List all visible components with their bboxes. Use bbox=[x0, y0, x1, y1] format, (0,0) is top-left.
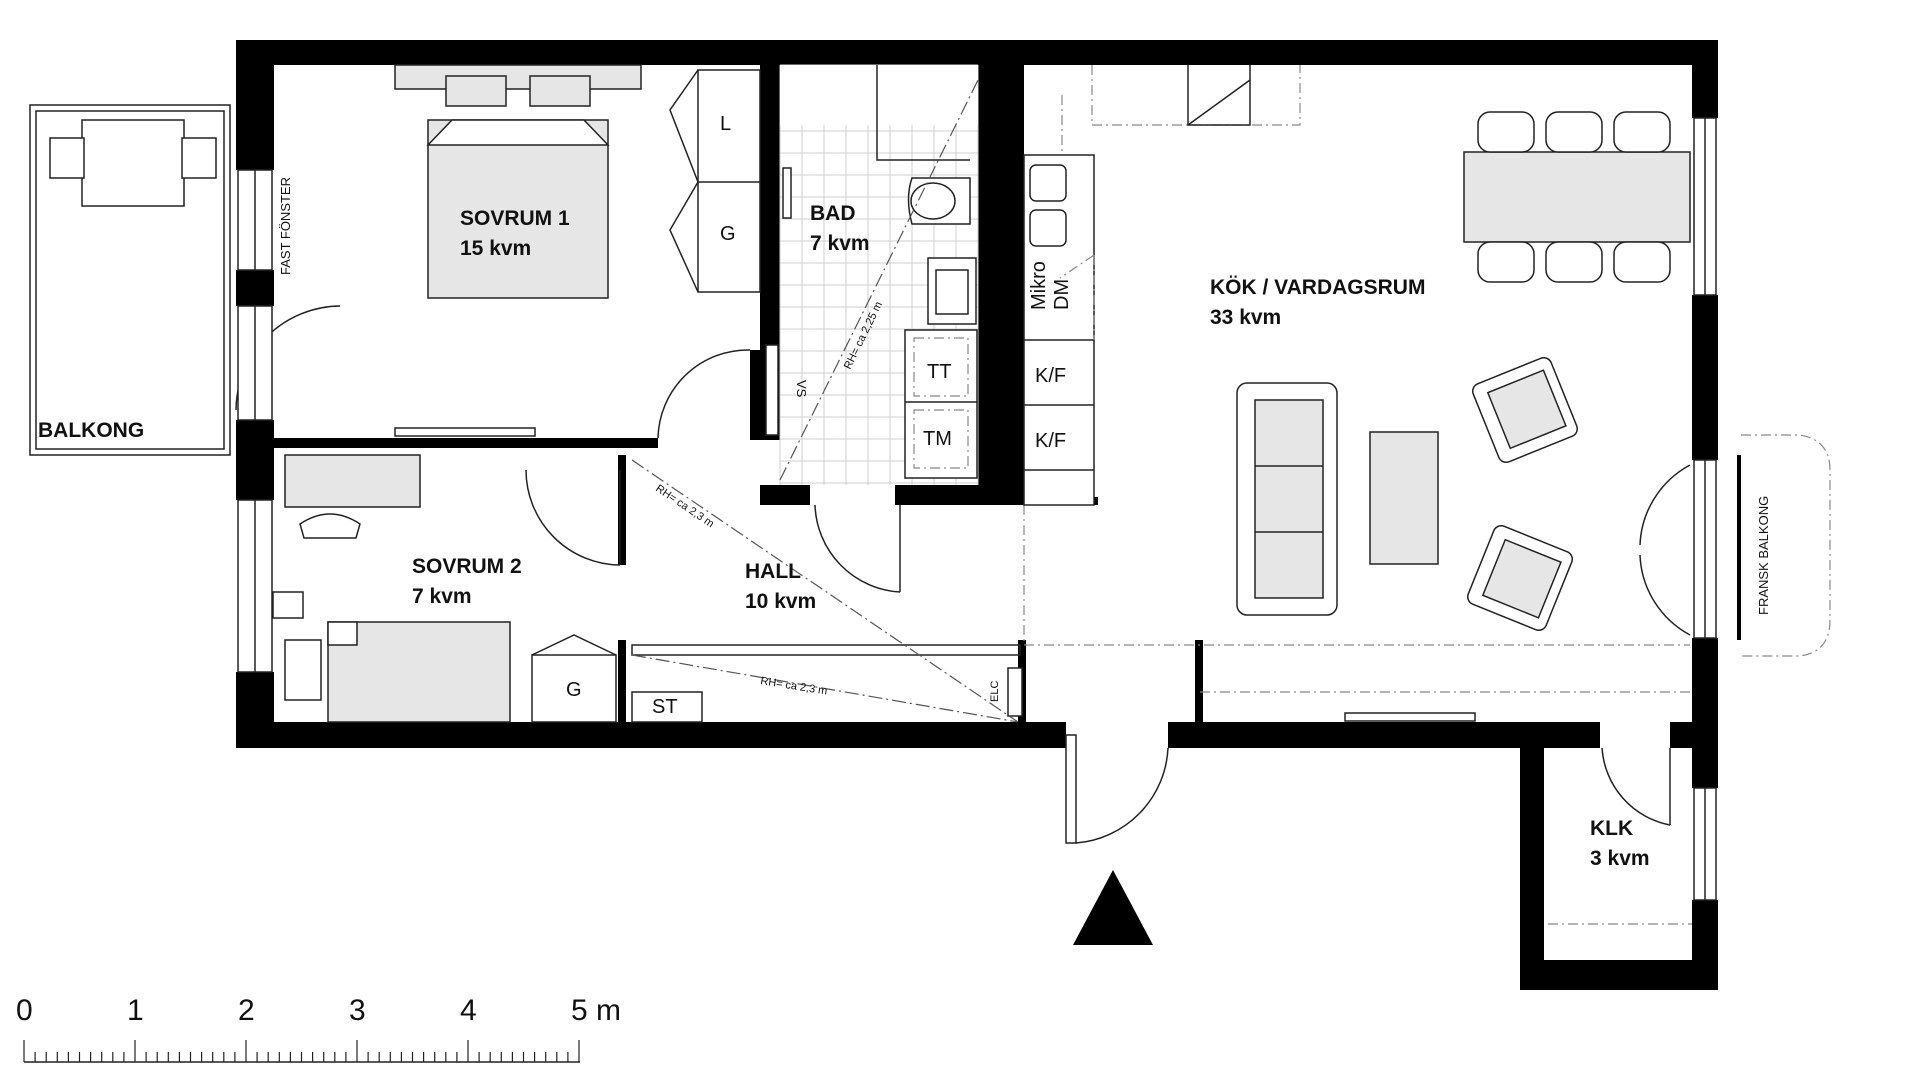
kitchen-living-name: KÖK / VARDAGSRUM bbox=[1210, 276, 1425, 299]
bathroom-door-swing bbox=[814, 504, 901, 593]
bedroom-2-area: 7 kvm bbox=[412, 585, 472, 608]
hall-area: 10 kvm bbox=[745, 590, 816, 613]
fixed-window-label: FAST FÖNSTER bbox=[278, 177, 293, 275]
balcony: BALKONG bbox=[29, 104, 341, 456]
armchair-1 bbox=[1471, 356, 1579, 464]
wardrobe: L G bbox=[669, 69, 761, 293]
dryer-label: TT bbox=[927, 361, 951, 383]
double-bed bbox=[426, 75, 610, 299]
walk-in-closet: KLK 3 kvm bbox=[1548, 747, 1692, 925]
microwave-label: Mikro bbox=[1028, 261, 1050, 310]
dining-chair bbox=[1613, 111, 1671, 153]
kitchen-living-area: 33 kvm bbox=[1210, 306, 1281, 329]
bedroom-1-area: 15 kvm bbox=[460, 237, 531, 260]
kitchen-counter: K/F K/F Mikro DM bbox=[1023, 154, 1095, 506]
bathroom-name: BAD bbox=[810, 202, 856, 225]
vs-label: VS bbox=[794, 380, 809, 398]
radiator bbox=[765, 344, 779, 436]
balcony-table-set bbox=[49, 119, 217, 207]
scale-tick-label: 1 bbox=[127, 994, 144, 1027]
toilet bbox=[907, 177, 971, 225]
scale-tick-label: 4 bbox=[460, 994, 477, 1027]
bedroom-2-name: SOVRUM 2 bbox=[412, 555, 522, 578]
bedroom-1-door-swing bbox=[657, 349, 751, 439]
armchair-2 bbox=[1466, 524, 1574, 632]
washer-dryer: TT TM bbox=[904, 329, 978, 479]
bedroom-2-door-swing bbox=[525, 469, 621, 566]
dining-chair bbox=[1545, 111, 1603, 153]
wardrobe-2-label: G bbox=[566, 679, 582, 701]
scale-tick-label: 2 bbox=[238, 994, 255, 1027]
bath-height-label: RH= ca 2,25 m bbox=[842, 300, 885, 371]
entry-door-swing bbox=[1075, 747, 1169, 844]
walls bbox=[236, 40, 1718, 990]
closet-area: 3 kvm bbox=[1590, 847, 1650, 870]
scale-tick-label: 0 bbox=[16, 994, 33, 1027]
hall-height-label-2: RH= ca 2,3 m bbox=[760, 675, 829, 697]
french-balcony-label: FRANSK BALKONG bbox=[1756, 496, 1771, 615]
wardrobe-g-label: G bbox=[720, 223, 736, 245]
hall-height-label-1: RH= ca 2,3 m bbox=[653, 483, 716, 531]
bathroom-area: 7 kvm bbox=[810, 232, 870, 255]
dining-chair bbox=[1545, 241, 1603, 283]
storage-label: ST bbox=[652, 696, 678, 718]
closet-door-swing bbox=[1601, 747, 1671, 826]
closet-name: KLK bbox=[1590, 817, 1633, 840]
bedroom-1-name: SOVRUM 1 bbox=[460, 207, 570, 230]
elc-label: ELC bbox=[989, 681, 1001, 702]
scale-tick-label: 3 bbox=[349, 994, 366, 1027]
dining-chair bbox=[1477, 111, 1535, 153]
dining-table bbox=[1463, 111, 1691, 283]
scale-bar: 0 1 2 3 4 5 m bbox=[16, 994, 621, 1063]
bedroom-1: L G SOVRUM 1 15 kvm bbox=[394, 64, 761, 439]
scale-tick-label: 5 m bbox=[571, 994, 621, 1027]
dining-chair bbox=[1613, 241, 1671, 283]
single-bed bbox=[272, 591, 511, 723]
fridge-freezer-label-1: K/F bbox=[1035, 365, 1066, 387]
windows bbox=[237, 117, 1831, 901]
dishwasher-label: DM bbox=[1051, 279, 1073, 310]
bedroom-2: G SOVRUM 2 7 kvm bbox=[272, 454, 621, 723]
balcony-label: BALKONG bbox=[38, 419, 144, 442]
dining-chair bbox=[1477, 241, 1535, 283]
coffee-table bbox=[1369, 431, 1439, 565]
desk bbox=[284, 454, 421, 539]
hall-name: HALL bbox=[745, 560, 801, 583]
wardrobe-2: G bbox=[531, 634, 617, 723]
bathroom: TT TM VS RH= ca 2,25 m BAD 7 kvm bbox=[765, 64, 979, 593]
fridge-freezer-label-2: K/F bbox=[1035, 430, 1066, 452]
washer-label: TM bbox=[923, 428, 952, 450]
wardrobe-l-label: L bbox=[720, 113, 731, 135]
kitchen-living: K/F K/F Mikro DM KÖK / VARDAGSRUM bbox=[1023, 65, 1691, 722]
entrance-arrow-icon bbox=[1073, 870, 1153, 945]
sofa bbox=[1236, 382, 1338, 616]
